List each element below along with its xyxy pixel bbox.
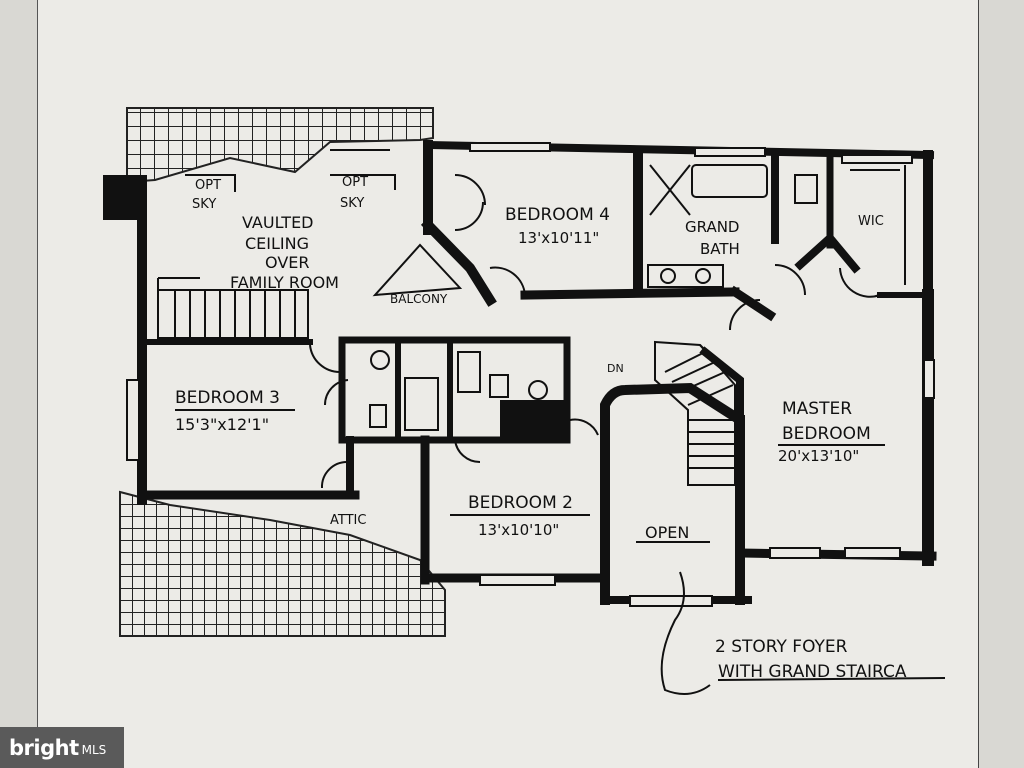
opt-sky-1-line2: SKY (192, 197, 216, 212)
open-label: OPEN (645, 523, 689, 542)
brightmls-logo: bright MLS (0, 727, 124, 768)
vaulted-line3: OVER (265, 253, 309, 272)
bedroom4-name: BEDROOM 4 (505, 205, 610, 225)
opt-sky-2-line1: OPT (342, 175, 368, 190)
foyer-note-line2: WITH GRAND STAIRCA (718, 662, 907, 682)
grand-bath-line1: GRAND (685, 218, 739, 236)
roof-hatch-bottom (119, 490, 446, 637)
roof-hatch-top (126, 107, 434, 184)
logo-brand: bright (9, 735, 79, 760)
dn-label: DN (607, 362, 624, 375)
windows (126, 142, 935, 607)
opt-sky-1-line1: OPT (195, 178, 221, 193)
master-line2: BEDROOM (782, 424, 871, 444)
foyer-leader (660, 571, 711, 695)
paper-edge-right (978, 0, 979, 768)
room-labels: BEDROOM 4 13'x10'11" GRAND BATH WIC OPT … (175, 175, 907, 682)
vaulted-line4: FAMILY ROOM (230, 273, 339, 292)
master-size: 20'x13'10" (778, 447, 859, 465)
balcony-label: BALCONY (390, 292, 448, 306)
bedroom3-name: BEDROOM 3 (175, 388, 280, 408)
bedroom2-name: BEDROOM 2 (468, 493, 573, 513)
foyer-note-line1: 2 STORY FOYER (715, 637, 848, 657)
family-room-stair (157, 277, 309, 339)
foyer-note-underline (717, 677, 946, 681)
grand-bath-line2: BATH (700, 240, 740, 258)
bedroom4-size: 13'x10'11" (518, 229, 599, 247)
bedroom2-size: 13'x10'10" (478, 521, 559, 539)
paper-edge-left (37, 0, 38, 768)
attic-label: ATTIC (330, 513, 366, 528)
vaulted-line1: VAULTED (242, 213, 314, 232)
logo-suffix: MLS (81, 742, 107, 757)
balcony-rail (185, 149, 463, 297)
bedroom3-size: 15'3"x12'1" (175, 415, 269, 434)
opt-sky-2-line2: SKY (340, 196, 364, 211)
wic-label: WIC (858, 214, 884, 229)
grand-staircase (654, 340, 736, 486)
fixtures (369, 164, 906, 431)
master-line1: MASTER (782, 399, 852, 419)
vaulted-line2: CEILING (245, 234, 309, 253)
door-swings (309, 174, 881, 489)
